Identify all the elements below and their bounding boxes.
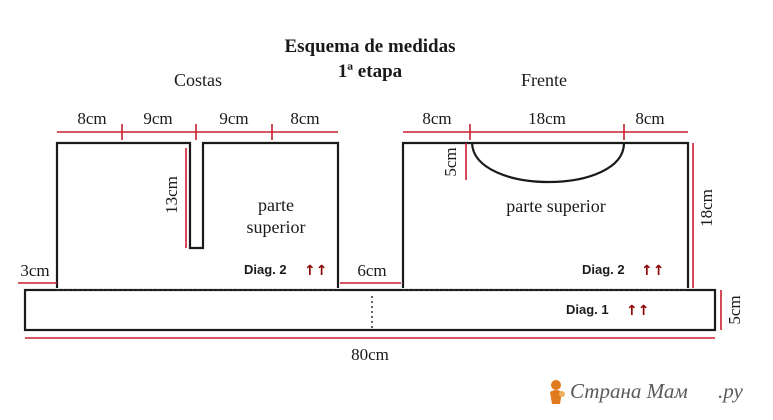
front-top-measure-2: 18cm (528, 109, 566, 128)
front-diagram-ref: Diag. 2 (582, 262, 625, 277)
neck-depth-label: 5cm (441, 147, 460, 176)
watermark-logo-figure (550, 380, 565, 404)
bottom-band (23, 288, 717, 332)
back-top-measure-4: 8cm (290, 109, 319, 128)
slit-depth-label: 13cm (162, 176, 181, 214)
front-diagram-arrows: ↑↑ (641, 263, 664, 279)
front-height-label: 18cm (697, 189, 716, 227)
back-diagram-ref: Diag. 2 (244, 262, 287, 277)
diagram-subtitle: 1ª etapa (338, 61, 403, 82)
front-upper-label: parte superior (506, 196, 605, 216)
back-top-measure-2: 9cm (143, 109, 172, 128)
gap-label: 6cm (357, 261, 386, 280)
band-diagram-ref: Diag. 1 (566, 302, 609, 317)
back-diagram-arrows: ↑↑ (304, 263, 327, 279)
back-upper-label-line1: parte (258, 195, 294, 215)
back-upper-panel (55, 141, 340, 288)
back-top-dimension (57, 124, 338, 140)
diagram-title: Esquema de medidas (284, 36, 455, 57)
front-top-dimension (403, 124, 688, 140)
total-width-label: 80cm (351, 345, 389, 364)
front-top-measure-3: 8cm (635, 109, 664, 128)
band-height-label: 5cm (725, 295, 744, 324)
back-section-label: Costas (174, 70, 222, 90)
back-upper-label-line2: superior (247, 217, 306, 237)
watermark-suffix: .ру (718, 379, 743, 403)
front-neckline (470, 142, 626, 184)
left-side-label: 3cm (20, 261, 49, 280)
watermark-text: Страна Мам (570, 379, 688, 403)
front-section-label: Frente (521, 70, 567, 90)
front-top-measure-1: 8cm (422, 109, 451, 128)
back-top-measure-1: 8cm (77, 109, 106, 128)
front-upper-panel (401, 141, 690, 288)
band-diagram-arrows: ↑↑ (626, 303, 649, 319)
back-top-measure-3: 9cm (219, 109, 248, 128)
